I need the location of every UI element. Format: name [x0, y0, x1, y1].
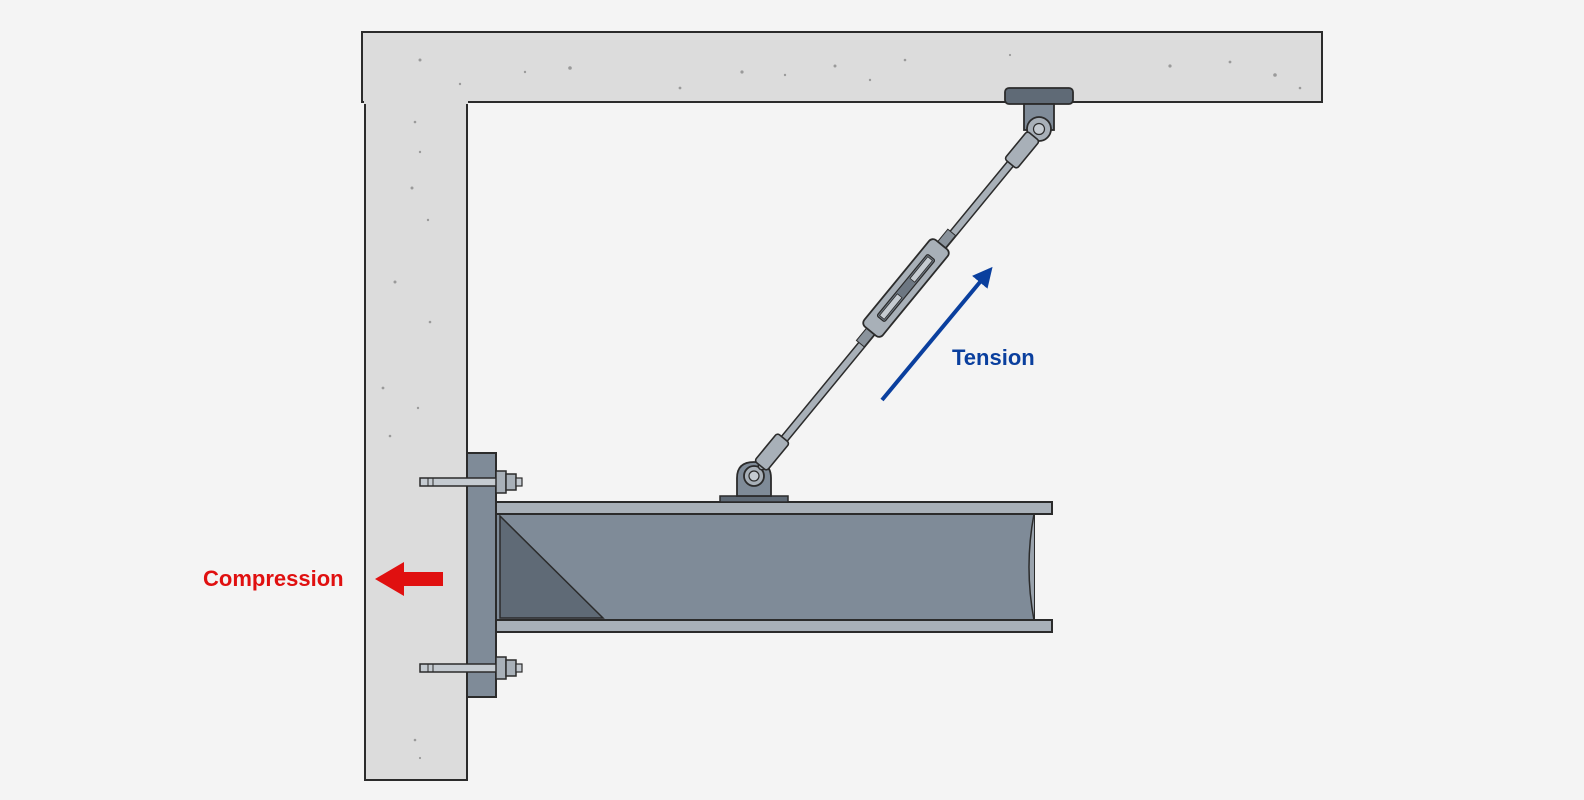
- end-plate: [466, 452, 497, 698]
- lower-clevis-bracket: [719, 461, 789, 503]
- concrete-wall: [364, 100, 468, 781]
- tension-label: Tension: [952, 345, 1035, 370]
- compression-label: Compression: [203, 566, 344, 591]
- compression-indicator: Compression: [203, 562, 443, 596]
- concrete-ceiling-slab: [361, 31, 1323, 103]
- turnbuckle: [855, 228, 957, 348]
- compression-arrow: [375, 562, 443, 596]
- steel-i-beam: [495, 501, 1053, 633]
- rod-end-fitting-upper: [1004, 131, 1040, 169]
- anchor-bolt-bottom: [419, 656, 523, 680]
- upper-clevis-bracket: [1004, 87, 1074, 142]
- anchor-bolt-top: [419, 470, 523, 494]
- tension-arrow: [880, 266, 993, 402]
- stiffener-gusset: [499, 514, 605, 619]
- tension-indicator: Tension: [880, 266, 1035, 402]
- rod-end-fitting-lower: [754, 433, 790, 471]
